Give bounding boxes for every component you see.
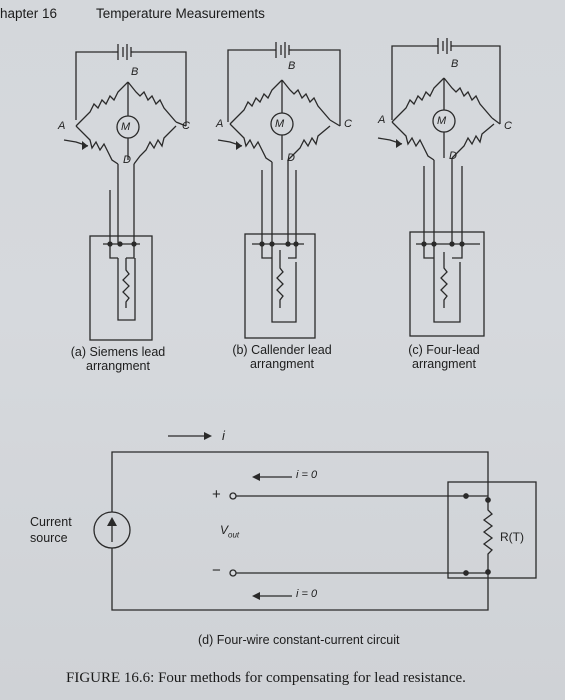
plus-terminal-label: +: [212, 486, 221, 503]
rt-enclosure: [447, 481, 537, 579]
node-a-label-a: A: [58, 120, 66, 132]
node-a-label-b: A: [216, 118, 224, 130]
chapter-title: Temperature Measurements: [96, 6, 265, 21]
node-d-label-a: D: [123, 154, 131, 166]
probe-sheath-c: [409, 231, 485, 337]
node-c-label-a: C: [182, 120, 190, 132]
battery-icon: [270, 42, 292, 58]
vout-label: Vout: [220, 523, 240, 540]
probe-sheath-a: [89, 235, 153, 341]
node-a-label-c: A: [378, 114, 386, 126]
bridge-diagram-a: [63, 44, 187, 341]
node-b-label-a: B: [131, 66, 139, 78]
meter-label-c: M: [437, 115, 447, 127]
bridge-diagram-b: [217, 42, 341, 339]
i-zero-bottom: i = 0: [296, 588, 318, 600]
node-c-label-c: C: [504, 120, 512, 132]
node-b-label-c: B: [451, 58, 459, 70]
four-wire-circuit: [93, 432, 537, 611]
current-source-label: Current source: [30, 515, 72, 545]
battery-icon: [432, 38, 454, 54]
figure-caption: FIGURE 16.6: Four methods for compensati…: [66, 670, 466, 686]
node-d-label-c: D: [449, 150, 457, 162]
chapter-label: hapter 16: [0, 6, 58, 21]
battery-icon: [112, 44, 134, 60]
minus-terminal-label: −: [212, 562, 221, 579]
meter-label-a: M: [121, 121, 131, 133]
bridge-diagram-c: [377, 38, 501, 337]
caption-four-lead: (c) Four-lead arrangment: [408, 343, 480, 371]
node-b-label-b: B: [288, 60, 296, 72]
meter-label-b: M: [275, 118, 285, 130]
caption-four-wire: (d) Four-wire constant-current circuit: [198, 633, 400, 647]
meter-icon: [116, 115, 140, 139]
probe-sheath-b: [244, 233, 316, 339]
caption-callender: (b) Callender lead arrangment: [232, 343, 332, 371]
resistor-icon: [482, 500, 494, 572]
meter-icon: [432, 109, 456, 133]
current-source-icon: [93, 511, 131, 549]
node-c-label-b: C: [344, 118, 352, 130]
caption-siemens: (a) Siemens lead arrangment: [70, 345, 166, 373]
node-d-label-b: D: [287, 152, 295, 164]
current-label: i: [222, 428, 225, 443]
meter-icon: [270, 112, 294, 136]
rt-label: R(T): [500, 530, 524, 544]
i-zero-top: i = 0: [296, 469, 318, 481]
